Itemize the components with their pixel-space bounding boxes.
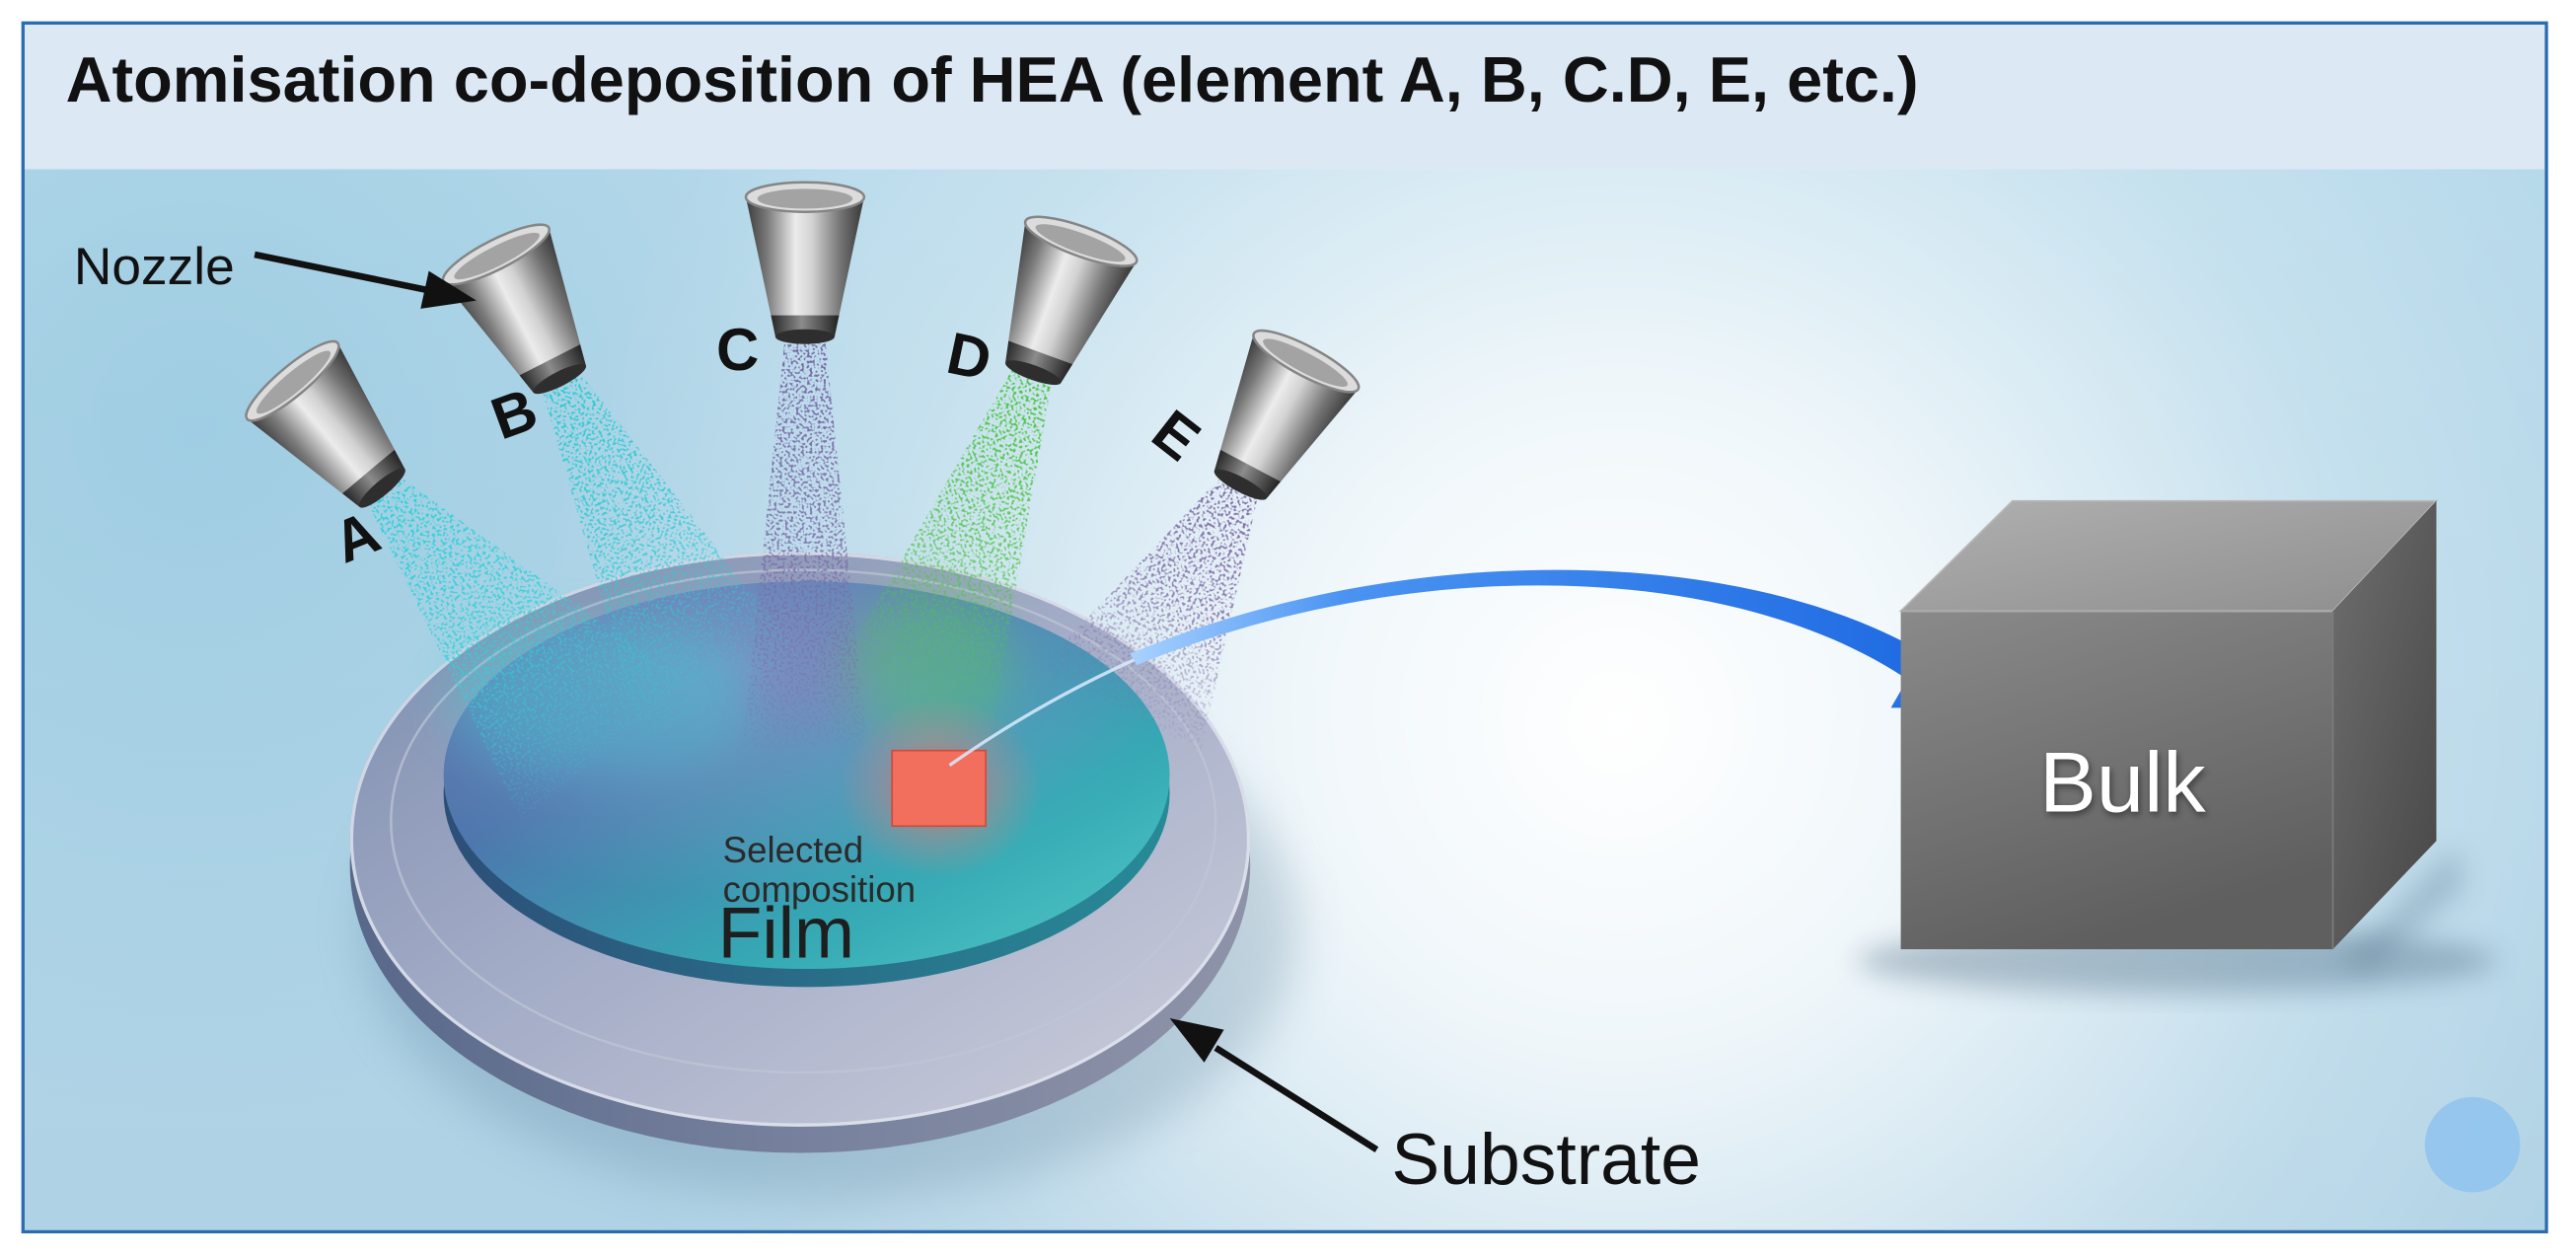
- spray-e: [1041, 474, 1259, 752]
- substrate-callout-line: [1214, 1045, 1379, 1152]
- nozzle-callout-label: Nozzle: [74, 238, 235, 296]
- bulk-cube: Bulk: [1856, 499, 2498, 995]
- nozzle-c-group: [742, 181, 868, 748]
- transfer-arrow-shaft: [1130, 569, 1926, 679]
- arrow-lead-line: [948, 656, 1138, 768]
- selected-label-line1: Selected: [723, 830, 864, 870]
- nozzle-d-group: [838, 205, 1143, 725]
- nozzle-e-group: [1041, 319, 1367, 752]
- frame-border: [21, 21, 2548, 1234]
- spray-b: [541, 368, 805, 742]
- title-band: [24, 24, 2545, 170]
- substrate-callout-label: Substrate: [1391, 1119, 1701, 1200]
- selected-composition-square: [891, 749, 987, 828]
- cube-front-face: [1900, 611, 2333, 950]
- diagram-title: Atomisation co-deposition of HEA (elemen…: [66, 43, 1919, 115]
- selected-label-line2: composition: [723, 869, 916, 910]
- spray-c: [742, 334, 868, 748]
- nozzle-a-group: [236, 330, 687, 821]
- film-label: Film: [718, 892, 854, 973]
- bulk-label: Bulk: [2039, 735, 2206, 830]
- cube-side-shadow: [2340, 846, 2465, 973]
- corner-dot: [2424, 1096, 2521, 1193]
- spray-d: [838, 364, 1053, 725]
- substrate-callout-arrowhead: [1169, 1017, 1224, 1063]
- nozzle-b-group: [435, 213, 805, 742]
- cube-right-face: [2332, 500, 2437, 950]
- nozzle-label-c: C: [716, 317, 759, 383]
- nozzle-callout-arrowhead: [420, 270, 477, 309]
- nozzle-callout-line: [254, 251, 431, 294]
- spray-a: [366, 474, 687, 821]
